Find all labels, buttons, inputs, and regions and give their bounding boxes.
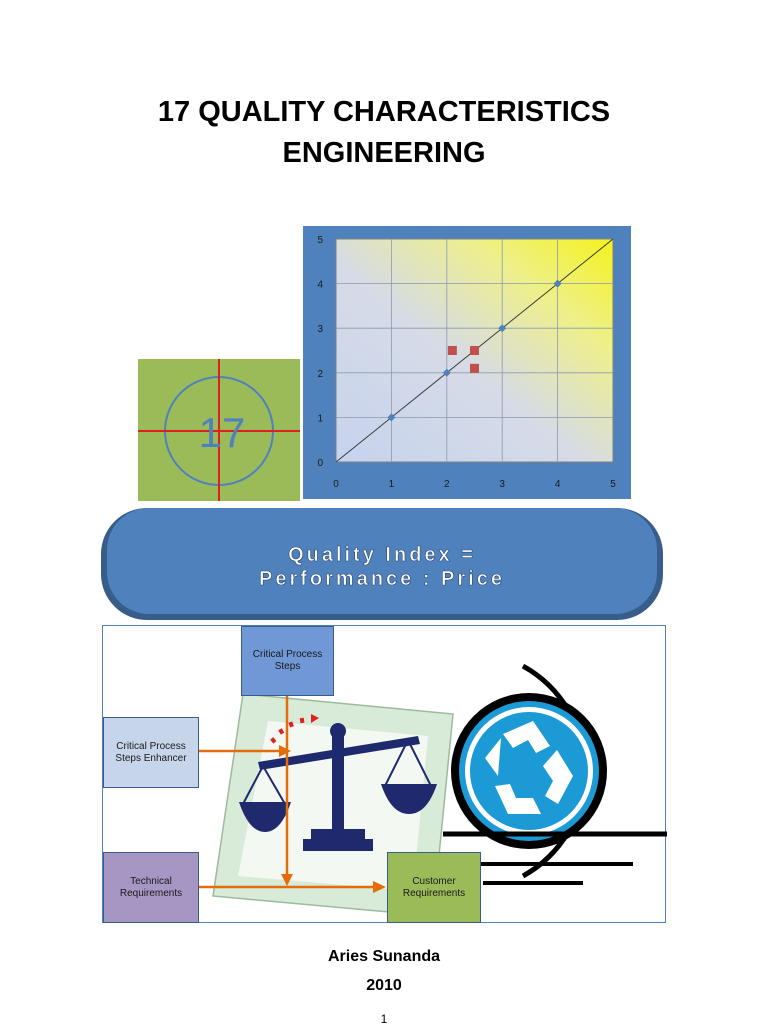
flow-arrows [199,696,386,893]
diamond-point [498,324,507,333]
critical-process-steps-label: Critical Process Steps [252,649,323,672]
technical-requirements-box: Technical Requirements [103,852,199,923]
target-icon: 17 [138,359,300,501]
x-tick-label: 5 [610,479,616,490]
y-tick-label: 3 [317,324,323,335]
title-line-2: ENGINEERING [282,137,486,169]
y-tick-label: 2 [317,369,323,380]
critical-process-steps-enhancer-box: Critical Process Steps Enhancer [103,717,199,788]
x-tick-label: 1 [389,479,395,490]
rotation-arrow-icon [270,714,319,744]
page-number: 1 [380,1012,388,1026]
critical-process-steps-box: Critical Process Steps [241,626,334,696]
x-tick-label: 2 [444,479,450,490]
document-title: 17 QUALITY CHARACTERISTICS ENGINEERING [0,92,768,174]
balance-scale-icon [239,714,437,851]
data-marks [387,279,562,422]
process-flow-diagram: Critical Process Steps Critical Process … [102,625,667,923]
author-block: Aries Sunanda 2010 [0,942,768,1000]
square-point [470,363,479,373]
banner-line-2: Performance : Price [259,568,505,590]
y-tick-label: 1 [317,413,323,424]
customer-requirements-label: Customer Requirements [402,875,466,899]
y-tick-label: 0 [317,458,323,469]
quality-chart-svg: 0 1 2 3 4 5 0 1 2 3 4 5 [317,235,616,490]
technical-requirements-label: Technical Requirements [119,875,183,899]
x-tick-label: 4 [555,479,561,490]
y-tick-label: 4 [317,280,323,291]
target-emblem: 17 [138,359,300,501]
quality-chart: 0 1 2 3 4 5 0 1 2 3 4 5 [303,226,631,499]
diamond-point [442,368,451,377]
recycle-icon [443,663,667,885]
customer-requirements-box: Customer Requirements [387,852,481,923]
publication-year: 2010 [366,977,402,994]
square-point [470,346,479,355]
axis-ticks: 0 1 2 3 4 5 0 1 2 3 4 5 [317,235,616,490]
enhancer-label: Critical Process Steps Enhancer [115,740,187,764]
emblem-number: 17 [199,409,246,456]
quality-index-banner: Quality Index = Performance : Price [99,506,665,622]
banner-line-1: Quality Index = [288,544,476,566]
banner-shape: Quality Index = Performance : Price [101,508,663,620]
title-line-1: 17 QUALITY CHARACTERISTICS [157,96,611,128]
flow-graphics [199,663,667,917]
diamond-point [553,279,562,288]
author-name: Aries Sunanda [327,948,441,965]
square-point [447,346,457,355]
y-tick-label: 5 [317,235,323,246]
x-tick-label: 3 [499,479,505,490]
diamond-point [387,413,396,422]
x-tick-label: 0 [333,479,339,490]
